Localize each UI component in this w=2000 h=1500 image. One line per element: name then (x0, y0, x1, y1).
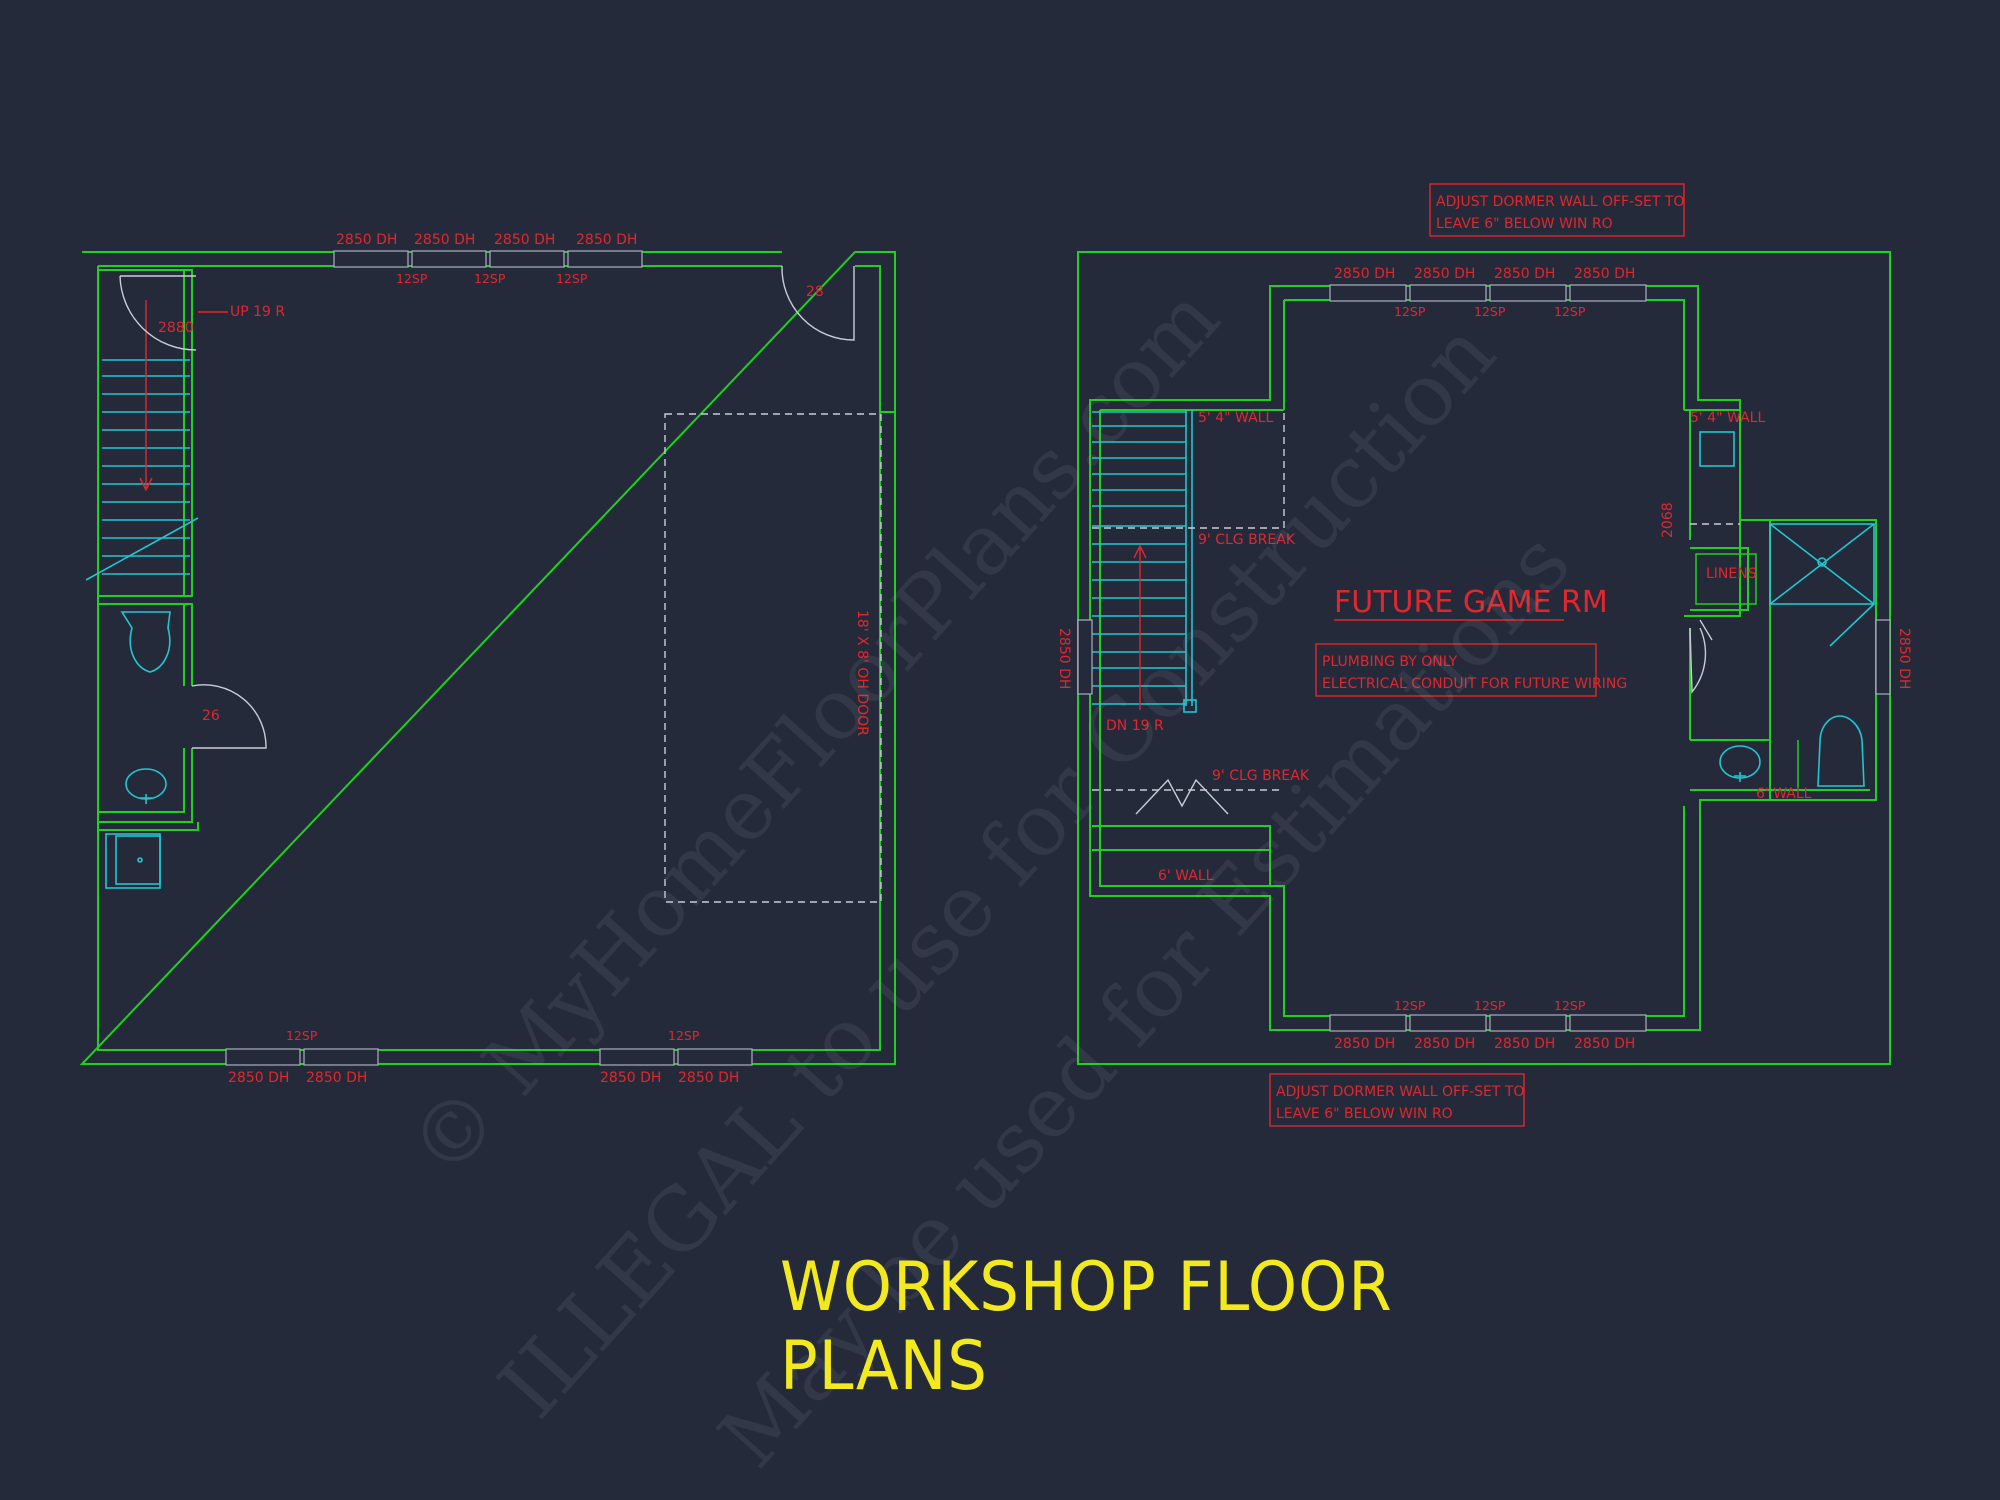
ff-stair-door-label: 2880 (158, 320, 194, 336)
second-floor-top-windows (1329, 284, 1647, 302)
sf-top-window-1: 2850 DH (1334, 266, 1395, 282)
ff-stair-note: UP 19 R (230, 304, 285, 320)
bathroom-walls (98, 603, 193, 823)
ff-corner-door-label: 28 (806, 284, 824, 300)
sf-bottom-tag-3: 12SP (1554, 998, 1586, 1013)
dormer-note-bottom-line2: LEAVE 6" BELOW WIN RO (1276, 1106, 1453, 1122)
utility-wall (98, 822, 199, 831)
sf-left-window-label: 2850 DH (1056, 628, 1072, 689)
corner-door-swing (781, 265, 855, 341)
sf-bottom-window-3: 2850 DH (1494, 1036, 1555, 1052)
sf-closet-wall-note: 6' WALL (1158, 868, 1214, 884)
ff-bottom-window-2: 2850 DH (306, 1070, 367, 1086)
dormer-note-top-line1: ADJUST DORMER WALL OFF-SET TO (1436, 194, 1684, 210)
bath-door-swing (191, 684, 267, 749)
dormer-note-top-box (1429, 183, 1685, 237)
stair-door-swing (119, 275, 197, 351)
sf-stair-wall-note: 5' 4" WALL (1198, 410, 1273, 426)
second-floor-bottom-windows (1329, 1014, 1647, 1032)
stair-arrow (139, 300, 153, 492)
ff-bottom-tag-right: 12SP (668, 1028, 700, 1043)
sf-bottom-window-4: 2850 DH (1574, 1036, 1635, 1052)
bath-door-swing-2f (1689, 619, 1713, 694)
ff-top-window-4: 2850 DH (576, 232, 637, 248)
utility-sink (105, 833, 161, 889)
dormer-note-bottom-line1: ADJUST DORMER WALL OFF-SET TO (1276, 1084, 1524, 1100)
sf-top-window-2: 2850 DH (1414, 266, 1475, 282)
second-floor-toilet (1817, 715, 1865, 787)
shower-stall (1769, 523, 1875, 605)
ff-garage-door-label: 18' X 8' OH DOOR (854, 610, 870, 736)
utility-note-line2: ELECTRICAL CONDUIT FOR FUTURE WIRING (1322, 676, 1627, 692)
ff-top-window-1: 2850 DH (336, 232, 397, 248)
first-floor-top-windows (333, 250, 643, 268)
garage-opening-dashed (664, 413, 882, 903)
first-floor-plan: 2850 DH 2850 DH 2850 DH 2850 DH 12SP 12S… (79, 232, 896, 1086)
second-floor-stair-arrow (1133, 544, 1147, 710)
closet-walls (1092, 825, 1271, 886)
sf-bottom-tag-2: 12SP (1474, 998, 1506, 1013)
sf-clg-break-top: 9' CLG BREAK (1198, 532, 1296, 548)
sf-top-tag-1: 12SP (1394, 304, 1426, 319)
ff-top-window-3: 2850 DH (494, 232, 555, 248)
dormer-note-bottom-box (1269, 1073, 1525, 1127)
ff-bottom-window-4: 2850 DH (678, 1070, 739, 1086)
stair-enclosure (98, 269, 193, 597)
bathroom-walls-upper (1684, 409, 1870, 800)
second-floor-right-window (1875, 619, 1891, 695)
ff-top-tag-2: 12SP (474, 271, 506, 286)
sf-top-window-4: 2850 DH (1574, 266, 1635, 282)
sf-bottom-tag-1: 12SP (1394, 998, 1426, 1013)
clg-break-line-top (1092, 410, 1285, 529)
second-floor-plan: FUTURE GAME RM ADJUST DORMER WALL OFF-SE… (1056, 183, 1912, 1127)
closet-bifold-doors (1135, 778, 1229, 815)
linen-shelf (1699, 431, 1735, 467)
second-floor-stair (1092, 410, 1197, 713)
room-name-future-game: FUTURE GAME RM (1334, 585, 1608, 620)
ff-bath-door-label: 26 (202, 708, 220, 724)
second-floor-walls (1089, 285, 1877, 1031)
ff-top-window-2: 2850 DH (414, 232, 475, 248)
sf-stair-note: DN 19 R (1106, 718, 1164, 734)
sf-top-tag-3: 12SP (1554, 304, 1586, 319)
drawing-title: WORKSHOP FLOOR PLANS (780, 1248, 1393, 1406)
first-floor-inner-wall (97, 265, 895, 1051)
utility-note-box (1315, 643, 1597, 697)
sf-top-window-3: 2850 DH (1494, 266, 1555, 282)
sf-bottom-window-1: 2850 DH (1334, 1036, 1395, 1052)
sf-bath-wall-note-top: 5' 4" WALL (1690, 410, 1765, 426)
ff-bottom-window-3: 2850 DH (600, 1070, 661, 1086)
sf-bath-wall-note-bottom: 6' WALL (1756, 786, 1812, 802)
first-floor-outer-wall (79, 251, 896, 1065)
first-floor-stair-treads (85, 359, 199, 581)
ff-top-tag-1: 12SP (396, 271, 428, 286)
ff-bottom-tag-left: 12SP (286, 1028, 318, 1043)
linen-closet (1695, 553, 1757, 605)
sf-bath-door-label: 2068 (1660, 502, 1676, 538)
sf-right-window-label: 2850 DH (1896, 628, 1912, 689)
sf-top-tag-2: 12SP (1474, 304, 1506, 319)
sf-linens-label: LINENS (1706, 566, 1757, 582)
toilet-fixture (120, 611, 171, 673)
sf-clg-break-bottom: 9' CLG BREAK (1212, 768, 1310, 784)
second-floor-left-window (1077, 619, 1093, 695)
first-floor-bottom-windows (225, 1048, 753, 1066)
utility-note-line1: PLUMBING BY ONLY (1322, 654, 1458, 670)
ff-top-tag-3: 12SP (556, 271, 588, 286)
dormer-note-top-line2: LEAVE 6" BELOW WIN RO (1436, 216, 1613, 232)
ff-bottom-window-1: 2850 DH (228, 1070, 289, 1086)
sf-bottom-window-2: 2850 DH (1414, 1036, 1475, 1052)
